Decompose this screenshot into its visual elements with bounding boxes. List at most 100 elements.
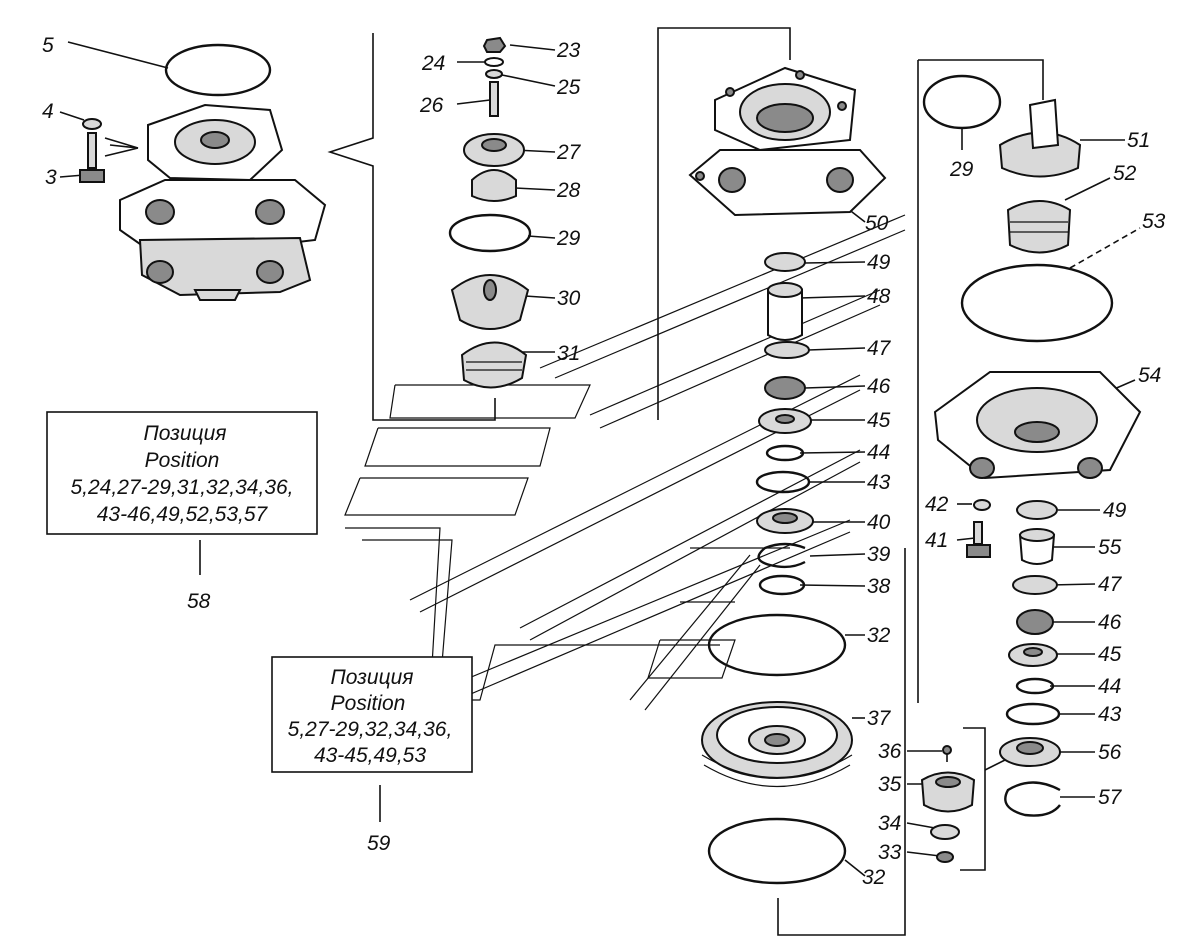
kit-59-line-2: Position (331, 692, 406, 715)
label-4: 4 (42, 100, 54, 123)
retaining-ring-57 (1004, 781, 1061, 817)
ring-49 (764, 252, 806, 272)
label-28: 28 (556, 179, 581, 202)
sleeve-48 (767, 289, 803, 341)
label-43-right: 43 (1098, 703, 1122, 726)
ring-43 (755, 470, 811, 494)
ring-32-lower (707, 817, 847, 885)
label-39: 39 (867, 543, 891, 566)
bolt-3-head (79, 169, 105, 183)
piston-51 (998, 131, 1082, 178)
label-35: 35 (878, 773, 902, 796)
plate-27-center (481, 138, 507, 152)
ring-53 (960, 263, 1114, 343)
retaining-ring-39 (757, 542, 806, 569)
label-49-right: 49 (1103, 499, 1127, 522)
washer-24 (484, 57, 504, 67)
spring-31 (460, 341, 528, 389)
sleeve-55 (1018, 534, 1056, 565)
ring-32-upper (707, 613, 847, 677)
spring-washer-25 (485, 69, 503, 79)
label-43-center: 43 (867, 471, 891, 494)
label-23: 23 (556, 39, 581, 62)
label-26: 26 (419, 94, 444, 117)
label-51: 51 (1127, 129, 1150, 152)
label-40: 40 (867, 511, 891, 534)
label-49-center: 49 (867, 251, 891, 274)
ring-44-right (1015, 677, 1055, 695)
nut-23 (482, 36, 507, 53)
bolt-41-head (966, 544, 991, 558)
label-47-right: 47 (1098, 573, 1123, 596)
kit-58-line-4: 43-46,49,52,53,57 (97, 503, 269, 526)
label-46-center: 46 (867, 375, 891, 398)
left-column-parts (448, 36, 532, 389)
label-36: 36 (878, 740, 902, 763)
label-48: 48 (867, 285, 891, 308)
screw-26 (489, 81, 499, 117)
housing-top-core (200, 131, 230, 149)
label-45-center: 45 (867, 409, 891, 432)
piston-30 (450, 274, 530, 330)
ring-43-right (1005, 702, 1061, 726)
kit-59-line-1: Позиция (330, 666, 413, 689)
cap-28 (471, 169, 517, 202)
label-53: 53 (1142, 210, 1166, 233)
spring-52 (1006, 200, 1072, 254)
label-44-right: 44 (1098, 675, 1121, 698)
label-52: 52 (1113, 162, 1137, 185)
kit-59-line-4: 43-45,49,53 (314, 744, 426, 767)
label-55: 55 (1098, 536, 1122, 559)
label-44-center: 44 (867, 441, 890, 464)
center-column-parts (701, 252, 853, 885)
label-5: 5 (42, 34, 54, 57)
label-45-right: 45 (1098, 643, 1122, 666)
housing-port-lower-left (146, 260, 174, 284)
ring-49-right (1016, 500, 1058, 520)
kit-58-line-2: Position (145, 449, 220, 472)
label-24: 24 (421, 52, 445, 75)
bolt-41-shank (973, 521, 983, 545)
label-33: 33 (878, 841, 902, 864)
small-parts-33-36 (920, 745, 976, 863)
ring-29 (448, 213, 532, 253)
ring-38 (758, 574, 806, 596)
label-58: 58 (187, 590, 211, 613)
label-38: 38 (867, 575, 891, 598)
label-59: 59 (367, 832, 391, 855)
label-50: 50 (865, 212, 889, 235)
seal-46 (764, 376, 806, 400)
label-31: 31 (557, 342, 580, 365)
label-29-right: 29 (949, 158, 974, 181)
valve-35 (920, 771, 976, 813)
housing-bottom-stem (193, 289, 242, 301)
valve-housing-assembly (79, 43, 327, 301)
housing-54-port-left (969, 457, 995, 479)
label-56: 56 (1098, 741, 1122, 764)
ring-29-right (922, 74, 1002, 130)
housing-port-lower-right (256, 260, 284, 284)
label-32-upper: 32 (867, 624, 891, 647)
label-25: 25 (556, 76, 581, 99)
ring-47-right (1012, 575, 1058, 595)
kit-58-line-3: 5,24,27-29,31,32,34,36, (70, 476, 293, 499)
seal-ring-5 (164, 43, 272, 97)
label-47-center: 47 (867, 337, 892, 360)
label-37: 37 (867, 707, 892, 730)
kit-box-59: Позиция Position 5,27-29,32,34,36, 43-45… (271, 656, 473, 773)
label-41: 41 (925, 529, 948, 552)
ring-44 (765, 444, 805, 462)
label-34: 34 (878, 812, 901, 835)
ring-47 (764, 341, 810, 359)
washer-4 (82, 118, 102, 130)
callout-labels: 5 4 3 23 24 25 26 27 28 29 30 31 50 49 4… (42, 34, 1166, 889)
nut-33 (936, 851, 954, 863)
perspective-guides (344, 214, 906, 711)
right-column-parts (922, 74, 1142, 817)
label-29-left: 29 (556, 227, 581, 250)
kit-59-line-3: 5,27-29,32,34,36, (288, 718, 453, 741)
washer-34 (930, 824, 960, 840)
label-30: 30 (557, 287, 581, 310)
kit-58-line-1: Позиция (143, 422, 226, 445)
